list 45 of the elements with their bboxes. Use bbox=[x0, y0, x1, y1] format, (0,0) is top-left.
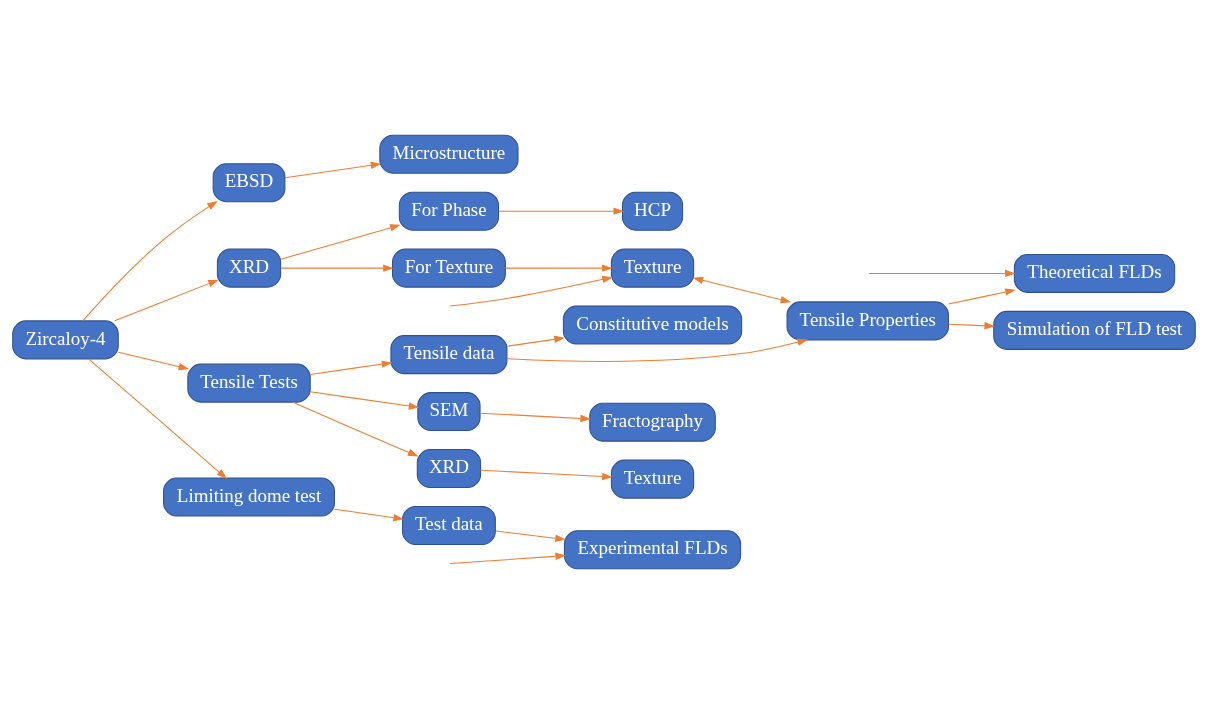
arrow bbox=[948, 288, 1016, 305]
arrow bbox=[114, 279, 219, 322]
node-box: For Texture bbox=[391, 248, 506, 288]
arrow bbox=[309, 360, 393, 375]
arrow bbox=[280, 224, 401, 260]
arrow bbox=[118, 351, 190, 371]
arrow bbox=[506, 338, 809, 362]
arrow bbox=[88, 358, 228, 479]
arrow bbox=[505, 264, 613, 272]
arrow bbox=[292, 401, 419, 457]
node-box: Zircaloy-4 bbox=[12, 320, 119, 360]
arrow bbox=[280, 264, 394, 272]
node-box: Tensile Properties bbox=[786, 301, 949, 341]
arrow bbox=[868, 269, 1016, 278]
arrow bbox=[495, 530, 566, 542]
node-box: Limiting dome test bbox=[163, 477, 335, 517]
node-box: Fractography bbox=[589, 402, 716, 442]
node-box: Test data bbox=[402, 506, 496, 546]
node-box: Constitutive models bbox=[562, 305, 743, 345]
node-box: SEM bbox=[417, 392, 481, 432]
node-box: Tensile data bbox=[390, 335, 508, 375]
node-box: For Phase bbox=[398, 191, 500, 231]
arrow bbox=[449, 275, 613, 307]
node-box: EBSD bbox=[212, 163, 286, 203]
node-box: XRD bbox=[216, 248, 282, 288]
node-box: Simulation of FLD test bbox=[993, 310, 1196, 350]
arrow bbox=[506, 335, 565, 347]
node-box: XRD bbox=[416, 449, 482, 489]
arrow bbox=[334, 508, 404, 522]
arrow bbox=[309, 391, 420, 410]
node-box: Experimental FLDs bbox=[563, 530, 742, 570]
arrow bbox=[498, 207, 625, 215]
arrow bbox=[82, 200, 218, 322]
arrow bbox=[479, 412, 591, 423]
node-box: Texture bbox=[610, 459, 695, 499]
arrow bbox=[449, 552, 566, 565]
node-box: Texture bbox=[610, 248, 695, 288]
arrow bbox=[284, 161, 382, 179]
node-box: Tensile Tests bbox=[187, 363, 311, 403]
arrow bbox=[948, 322, 995, 330]
node-box: Theoretical FLDs bbox=[1013, 253, 1176, 293]
node-box: HCP bbox=[621, 191, 684, 231]
arrow bbox=[480, 469, 613, 481]
arrow bbox=[692, 276, 792, 304]
node-box: Microstructure bbox=[379, 134, 519, 174]
